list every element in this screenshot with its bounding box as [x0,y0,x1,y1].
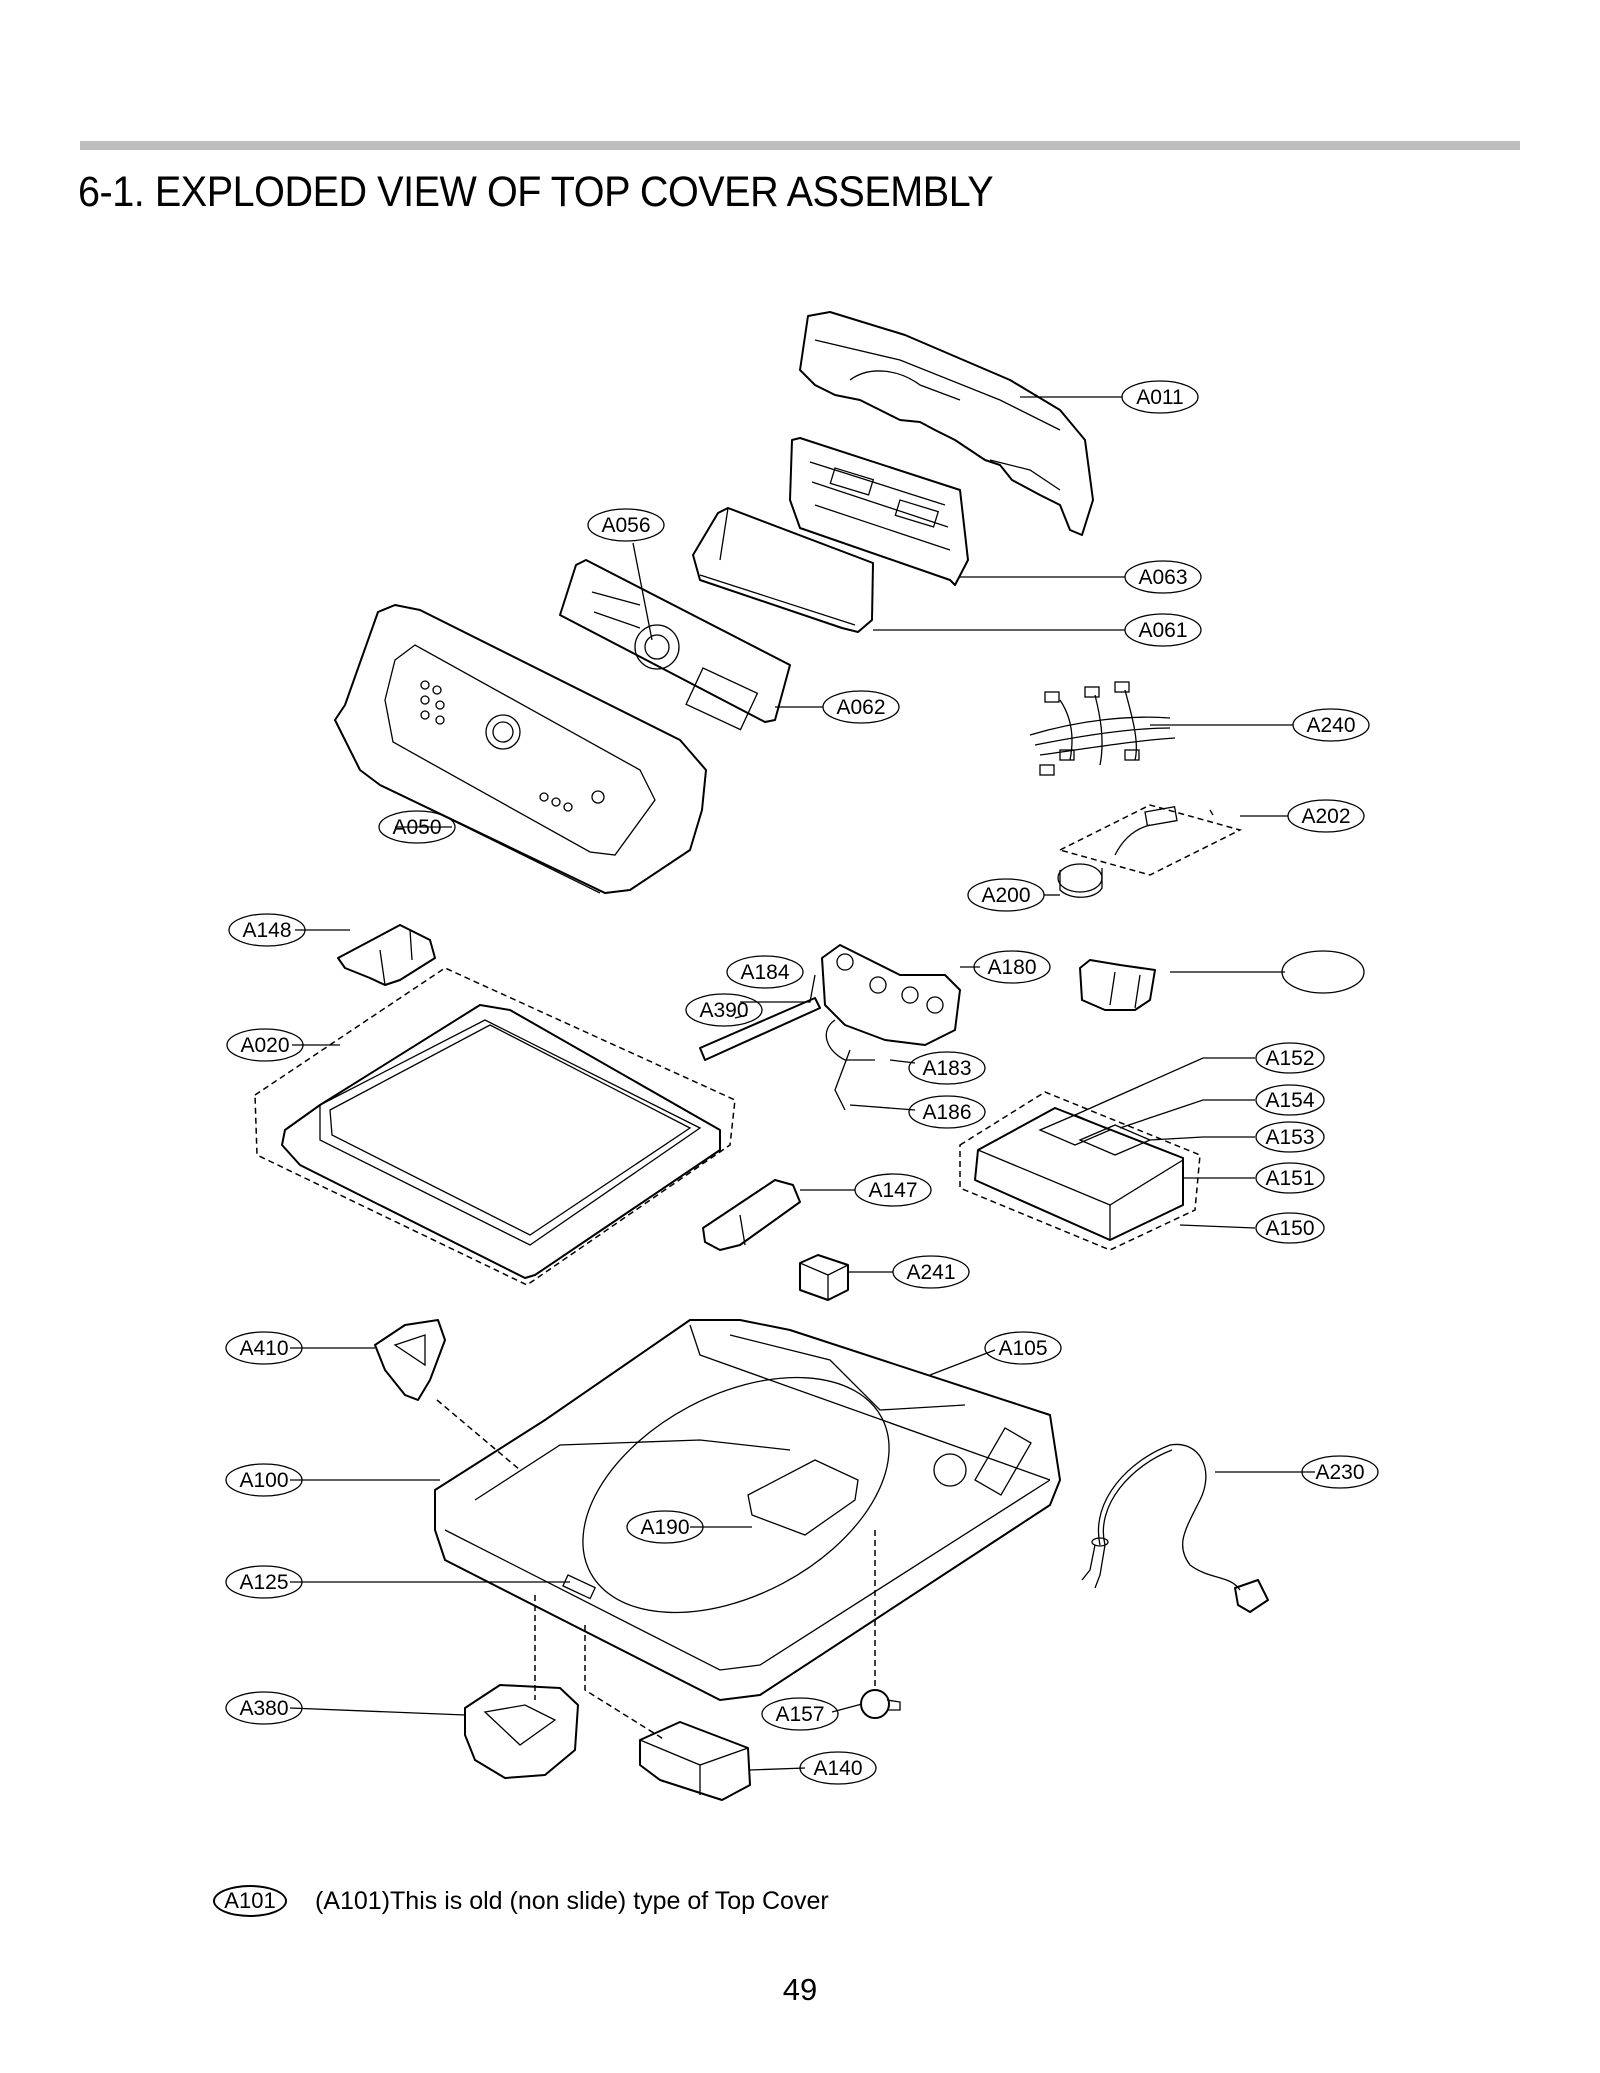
svg-text:A125: A125 [239,1571,288,1594]
callout-a180: A180 [973,950,1051,984]
assembly-guide-lines [436,1399,876,1741]
callouts: A011 A063 A061 A056 A062 A050 A240 A202 … [225,380,1379,1785]
svg-text:A151: A151 [1265,1167,1314,1190]
part-a100-top-cover [434,1319,1061,1701]
svg-text:A241: A241 [906,1261,955,1284]
callout-a063: A063 [1124,560,1202,594]
leader-lines [289,396,1315,1771]
svg-text:A190: A190 [640,1516,689,1539]
svg-text:A020: A020 [240,1034,289,1057]
svg-text:A183: A183 [922,1057,971,1080]
part-a390-spray-nozzle [699,997,821,1061]
part-a150-detergent-drawer [959,1091,1201,1251]
part-a180-inlet-valve [821,944,961,1111]
callout-a240: A240 [1292,708,1370,742]
svg-text:A140: A140 [813,1757,862,1780]
callout-a153: A153 [1255,1121,1325,1153]
svg-text:A061: A061 [1138,619,1187,642]
callout-a150: A150 [1255,1212,1325,1244]
part-a200-pressure-sensor [1057,804,1243,898]
callout-a202: A202 [1287,799,1365,833]
svg-text:A180: A180 [987,956,1036,979]
callout-a062: A062 [822,690,900,724]
part-sensor-holder [1079,959,1156,1011]
callout-a154: A154 [1255,1084,1325,1116]
callout-a157: A157 [761,1697,839,1731]
page-number: 49 [782,1972,818,2007]
svg-text:A100: A100 [239,1469,288,1492]
svg-text:A153: A153 [1265,1126,1314,1149]
callout-a100: A100 [225,1463,303,1497]
svg-text:A240: A240 [1306,714,1355,737]
callout-a061: A061 [1124,613,1202,647]
part-a020-lid [254,967,736,1286]
svg-text:A186: A186 [922,1101,971,1124]
part-a380-bleach-inlet [464,1684,579,1779]
callout-a140: A140 [799,1751,877,1785]
callout-a125: A125 [225,1565,303,1599]
page-title: 6-1. EXPLODED VIEW OF TOP COVER ASSEMBLY [78,168,994,216]
callout-a410: A410 [225,1331,303,1365]
svg-text:A062: A062 [836,696,885,719]
svg-text:A105: A105 [998,1337,1047,1360]
callout-a151: A151 [1255,1162,1325,1194]
svg-text:A202: A202 [1301,805,1350,828]
callout-a056: A056 [587,508,665,542]
svg-text:A200: A200 [981,884,1030,907]
svg-text:A148: A148 [242,919,291,942]
part-a410-lid-bumper [374,1319,446,1401]
callout-a147: A147 [854,1173,932,1207]
svg-text:A230: A230 [1315,1461,1364,1484]
callout-empty [1281,950,1365,994]
footnote-code: A101 [213,1885,287,1917]
callout-a152: A152 [1255,1042,1325,1074]
svg-text:A147: A147 [868,1179,917,1202]
svg-text:A154: A154 [1265,1089,1314,1112]
svg-text:A011: A011 [1136,386,1184,409]
svg-text:A157: A157 [775,1703,824,1726]
svg-text:A063: A063 [1138,566,1187,589]
part-a011-back-cover [799,311,1094,536]
callout-a020: A020 [226,1028,304,1062]
callout-a380: A380 [225,1691,303,1725]
callout-a186: A186 [908,1095,986,1129]
callout-a200: A200 [967,878,1045,912]
callout-a148: A148 [228,913,306,947]
callout-a050: A050 [378,810,456,844]
part-a140-door-lock-switch [639,1721,751,1801]
callout-a241: A241 [892,1255,970,1289]
callout-a105: A105 [984,1331,1062,1365]
part-a061-pcb-case [692,507,874,633]
part-a157-cap-plug [860,1689,901,1719]
svg-text:A050: A050 [392,816,441,839]
svg-text:A410: A410 [239,1337,288,1360]
part-a241-noise-filter [799,1254,849,1301]
callout-a190: A190 [626,1510,704,1544]
part-a148-hinge-bracket [337,924,436,986]
callout-a230: A230 [1301,1455,1379,1489]
part-a063-pcb-housing [789,437,969,586]
footnote: A101 (A101)This is old (non slide) type … [213,1880,829,1922]
svg-text:A184: A184 [740,961,789,984]
callout-a011: A011 [1121,380,1199,414]
part-a062-display-pcb [559,559,791,731]
svg-text:A390: A390 [699,999,748,1022]
header-rule [80,141,1520,150]
part-a050-control-panel [334,604,707,894]
part-a230-power-cord [1081,1443,1269,1613]
callout-a183: A183 [908,1051,986,1085]
svg-text:A152: A152 [1265,1047,1314,1070]
footnote-text: (A101)This is old (non slide) type of To… [315,1886,829,1915]
svg-text:A150: A150 [1265,1217,1314,1240]
svg-text:A056: A056 [601,514,650,537]
svg-text:A380: A380 [239,1697,288,1720]
callout-a390: A390 [685,993,763,1027]
callout-a184: A184 [726,955,804,989]
part-a147-hinge-bracket [702,1179,801,1251]
part-a240-wire-harness [1029,681,1176,776]
